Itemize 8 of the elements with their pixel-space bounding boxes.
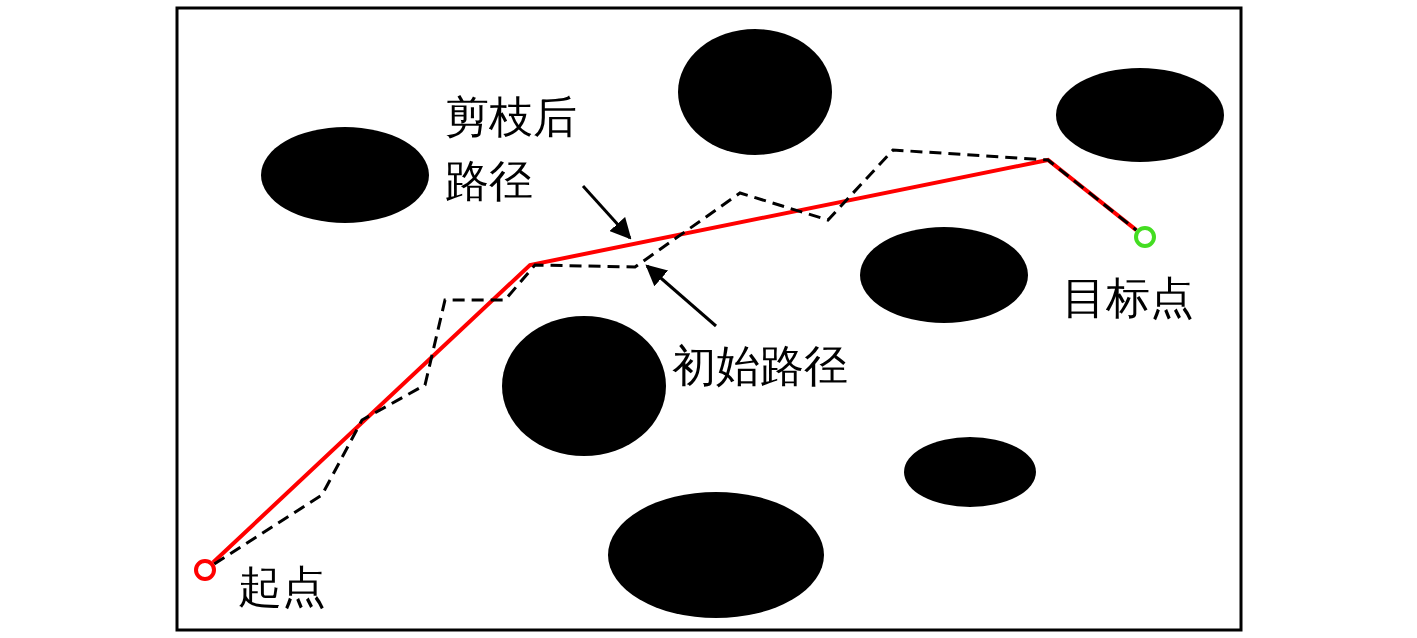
point-label: 目标点 [1062, 271, 1194, 325]
path-label: 剪枝后路径 [445, 85, 590, 213]
path-label: 初始路径 [672, 334, 912, 398]
leader-arrow [581, 185, 632, 240]
goal-point-marker [1134, 226, 1156, 248]
start-point-marker [194, 559, 216, 581]
point-label: 起点 [238, 560, 326, 614]
leader-arrow [645, 264, 717, 328]
